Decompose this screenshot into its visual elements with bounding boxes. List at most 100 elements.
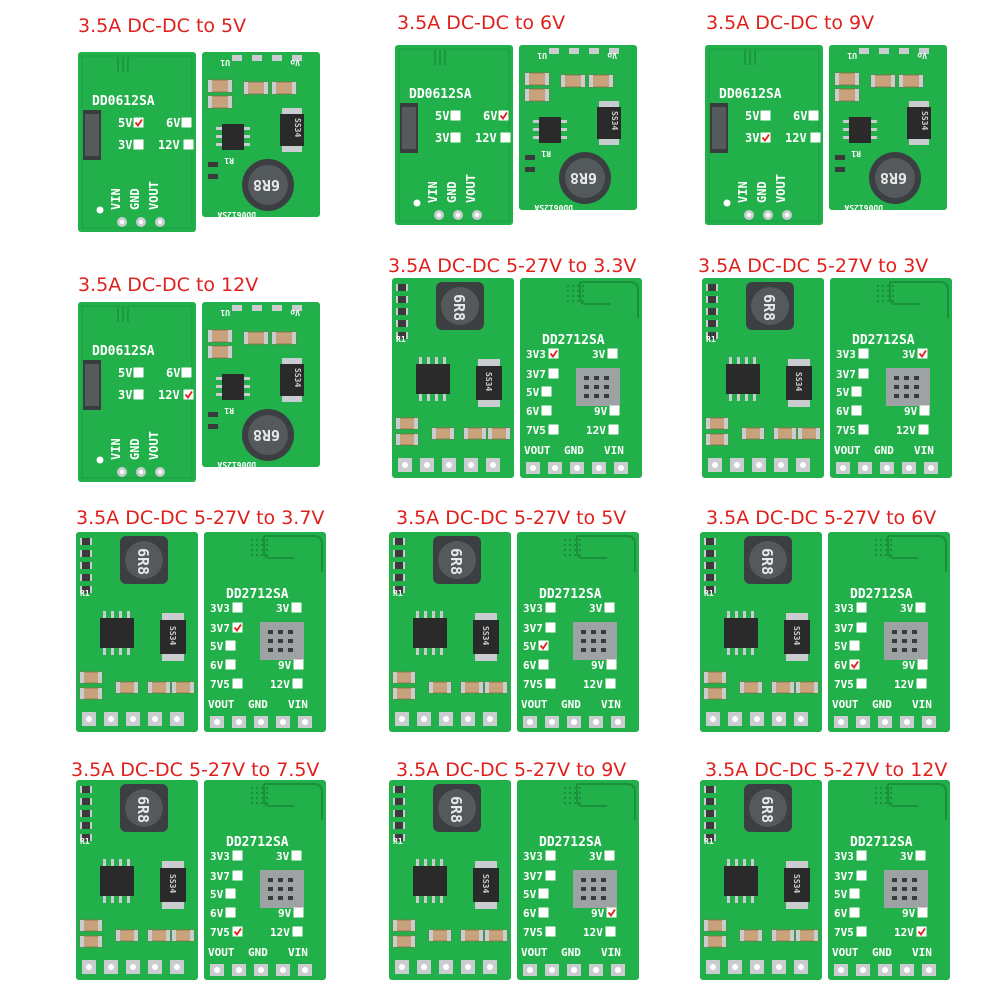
check-box-icon bbox=[500, 132, 511, 143]
voltage-option-label: 3V bbox=[589, 602, 603, 615]
voltage-option-label: 6V bbox=[836, 405, 850, 418]
voltage-option-label: 7V5 bbox=[523, 678, 543, 691]
voltage-option-label: 3V bbox=[902, 348, 916, 361]
voltage-option-label: 5V bbox=[118, 366, 132, 380]
check-box-icon bbox=[293, 907, 304, 918]
pin-label: VIN bbox=[288, 946, 308, 959]
pin-label: VIN bbox=[109, 188, 123, 210]
pin-label: VIN bbox=[912, 698, 932, 711]
inductor-label: 6R8 bbox=[450, 294, 468, 321]
pin-label: VOUT bbox=[464, 174, 478, 203]
u1-label: U1 bbox=[847, 51, 857, 60]
pin-label: GND bbox=[564, 444, 584, 457]
voltage-option-label: 9V bbox=[591, 659, 605, 672]
voltage-option-label: 3V7 bbox=[210, 622, 230, 635]
checked-box-icon bbox=[917, 348, 928, 359]
panel-title: 3.5A DC-DC 5-27V to 12V bbox=[705, 759, 948, 781]
board-name-label: DD2712SA bbox=[539, 835, 602, 850]
check-box-icon bbox=[918, 424, 929, 435]
board-name-label: DD2712SA bbox=[226, 587, 289, 602]
voltage-option-label: 6V bbox=[834, 907, 848, 920]
r1-label: R1 bbox=[541, 149, 551, 158]
voltage-option-label: 3V bbox=[276, 602, 290, 615]
check-box-icon bbox=[604, 602, 615, 613]
inductor-label: 6R8 bbox=[570, 169, 597, 187]
diode-label: SS34 bbox=[481, 874, 490, 893]
voltage-option-label: 5V bbox=[523, 640, 537, 653]
board-name-label: DD0612SA bbox=[92, 94, 155, 109]
panel-title: 3.5A DC-DC 5-27V to 3.7V bbox=[76, 507, 325, 529]
check-box-icon bbox=[851, 386, 862, 397]
check-box-icon bbox=[856, 926, 867, 937]
voltage-option-label: 3V7 bbox=[834, 622, 854, 635]
voltage-option-label: 3V bbox=[118, 388, 132, 402]
check-box-icon bbox=[917, 659, 928, 670]
check-box-icon bbox=[133, 367, 144, 378]
panel-title: 3.5A DC-DC to 9V bbox=[706, 12, 875, 34]
voltage-option-label: 12V bbox=[270, 926, 290, 939]
checked-box-icon bbox=[498, 110, 509, 121]
panel-title: 3.5A DC-DC 5-27V to 6V bbox=[706, 507, 937, 529]
pin-label: VOUT bbox=[832, 946, 859, 959]
pin-label: GND bbox=[755, 181, 769, 203]
diode-label: SS34 bbox=[168, 626, 177, 645]
voltage-option-label: 6V bbox=[526, 405, 540, 418]
voltage-option-label: 12V bbox=[475, 131, 497, 145]
pin-label: VIN bbox=[601, 946, 621, 959]
check-box-icon bbox=[181, 367, 192, 378]
checked-box-icon bbox=[606, 907, 617, 918]
inductor-label: 6R8 bbox=[447, 548, 465, 575]
check-box-icon bbox=[606, 659, 617, 670]
voltage-option-label: 6V bbox=[523, 907, 537, 920]
inductor-label: 6R8 bbox=[760, 294, 778, 321]
voltage-option-label: 12V bbox=[158, 138, 180, 152]
voltage-option-label: 5V bbox=[523, 888, 537, 901]
voltage-option-label: 3V7 bbox=[523, 870, 543, 883]
panel-title: 3.5A DC-DC 5-27V to 3.3V bbox=[388, 255, 637, 277]
inductor-label: 6R8 bbox=[134, 796, 152, 823]
pin-label: VOUT bbox=[774, 174, 788, 203]
voltage-option-label: 6V bbox=[210, 659, 224, 672]
check-box-icon bbox=[225, 888, 236, 899]
pin-label: GND bbox=[248, 946, 268, 959]
check-box-icon bbox=[858, 368, 869, 379]
r1-label: R1 bbox=[704, 589, 714, 598]
vo-label: Vo bbox=[290, 58, 300, 67]
pin-label: VOUT bbox=[521, 698, 548, 711]
voltage-option-label: 3V3 bbox=[526, 348, 546, 361]
voltage-option-label: 3V bbox=[276, 850, 290, 863]
diode-label: SS34 bbox=[920, 111, 929, 130]
check-box-icon bbox=[541, 386, 552, 397]
voltage-option-label: 6V bbox=[834, 659, 848, 672]
back-code-label: DD0612SA bbox=[844, 203, 883, 212]
diode-label: SS34 bbox=[610, 111, 619, 130]
checked-box-icon bbox=[133, 117, 144, 128]
check-box-icon bbox=[293, 659, 304, 670]
board-name-label: DD0612SA bbox=[409, 87, 472, 102]
r1-label: R1 bbox=[80, 589, 90, 598]
voltage-option-label: 3V bbox=[118, 138, 132, 152]
pin-label: GND bbox=[872, 946, 892, 959]
pin-label: GND bbox=[561, 698, 581, 711]
u1-label: U1 bbox=[220, 58, 230, 67]
voltage-option-label: 3V bbox=[435, 131, 449, 145]
check-box-icon bbox=[545, 678, 556, 689]
check-box-icon bbox=[915, 850, 926, 861]
voltage-option-label: 9V bbox=[278, 907, 292, 920]
pin-label: GND bbox=[128, 188, 142, 210]
board-name-label: DD0612SA bbox=[92, 344, 155, 359]
check-box-icon bbox=[548, 368, 559, 379]
r1-label: R1 bbox=[704, 837, 714, 846]
inductor-label: 6R8 bbox=[253, 426, 280, 444]
check-box-icon bbox=[810, 132, 821, 143]
pin-label: GND bbox=[445, 181, 459, 203]
pin-label: VIN bbox=[109, 438, 123, 460]
check-box-icon bbox=[849, 888, 860, 899]
check-box-icon bbox=[225, 907, 236, 918]
